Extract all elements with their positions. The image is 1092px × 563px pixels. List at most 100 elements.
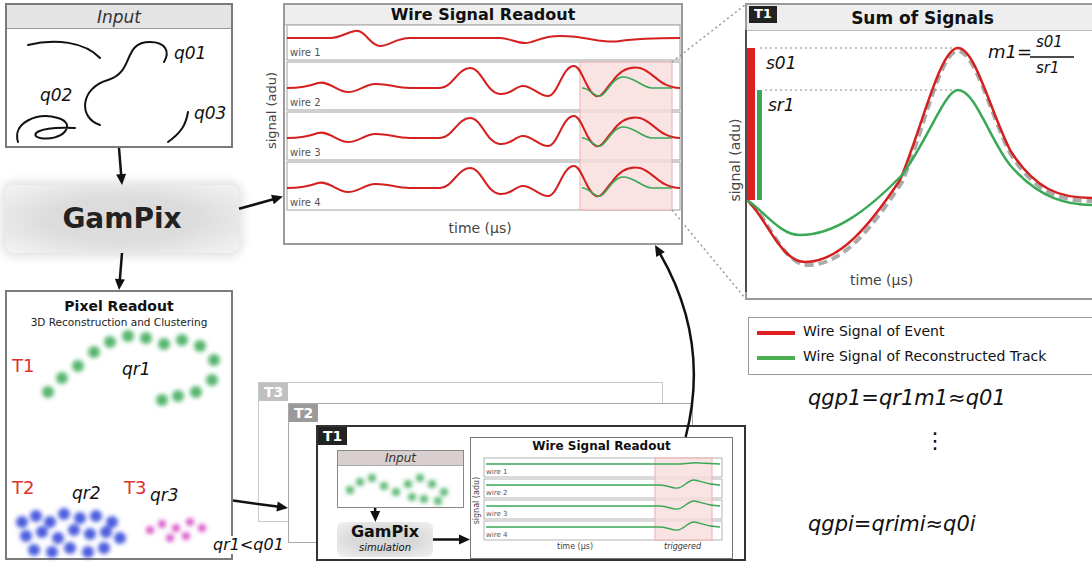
axis-label: signal (adu) (265, 71, 280, 148)
track-id: T3 (124, 478, 146, 499)
wire-readout-panel: Wire Signal Readout (470, 437, 733, 559)
connector (233, 501, 288, 512)
arrow-head (115, 279, 125, 290)
pixel-hit (404, 480, 412, 488)
sum-plot (757, 90, 762, 200)
track-panel: T1InputGamPixsimulationWire Signal Reado… (316, 425, 746, 561)
process-name: GamPix (337, 523, 433, 541)
pixel-hit (186, 518, 194, 526)
inner-track-signal (486, 463, 720, 530)
panel-title: Wire Signal Readout (285, 5, 681, 25)
legend-box: Wire Signal of EventWire Signal of Recon… (748, 317, 1092, 375)
track-id: T1 (12, 356, 34, 377)
connector-line (374, 508, 377, 513)
wire-rows (287, 62, 680, 110)
pixel-hit (146, 526, 154, 534)
pixel-hit (420, 495, 428, 503)
track-signal (582, 177, 672, 196)
pixel-hit (98, 542, 110, 554)
legend-text: Wire Signal of Event (803, 323, 944, 339)
pixel-hit (104, 336, 116, 348)
pixel-hit (172, 390, 184, 402)
charge-label: q03 (194, 104, 226, 124)
pixel-hit (408, 493, 416, 501)
legend-text: Wire Signal of Reconstructed Track (803, 348, 1046, 364)
pixel-hit (190, 386, 202, 398)
inner-wire-rows (484, 521, 722, 540)
input-tracks (85, 42, 167, 125)
pixel-hit (392, 488, 400, 496)
pixel-hit (56, 372, 68, 384)
connector (433, 534, 470, 544)
inner-wire-rows (484, 458, 722, 477)
pixel-hit (30, 510, 42, 522)
panel-title: Wire Signal Readout (471, 440, 732, 454)
connector-line (120, 253, 122, 281)
track-signal (582, 127, 672, 146)
signal-peak-label: sr1 (768, 96, 795, 116)
wire-label: wire 4 (486, 531, 507, 539)
pixel-hit (88, 346, 100, 358)
pixel-hit (20, 530, 32, 542)
charge-label: q01 (174, 44, 206, 64)
pixel-hit (356, 478, 364, 486)
signal-peak-label: s01 (766, 54, 797, 74)
wire-rows (287, 25, 680, 60)
track-tag: T3 (259, 383, 288, 401)
pixel-hit (100, 526, 112, 538)
equation: qgpi=qrimi≈q0i (808, 512, 976, 536)
charge-inequality: qr1<q01 (213, 536, 284, 554)
formula: sr1 (1036, 60, 1060, 77)
pixel-hit (106, 516, 118, 528)
process-name: GamPix (5, 185, 239, 253)
sum-plot (765, 90, 956, 91)
trigger-region (580, 62, 672, 210)
axis-label: time (µs) (850, 272, 913, 288)
pixel-hit (140, 332, 152, 344)
pixel-hit (64, 542, 76, 554)
pixel-readout-panel: Pixel Readout3D Reconstruction and Clust… (5, 290, 233, 560)
inner-wire-rows (484, 500, 722, 519)
inner-track-signal (486, 480, 720, 488)
sum-plot (747, 48, 755, 200)
pixel-hit (58, 508, 70, 520)
input-tracks (17, 116, 75, 142)
wire-rows (287, 25, 680, 210)
event-signal (287, 31, 680, 46)
arrow-head (370, 511, 380, 522)
inner-track-signal (486, 463, 720, 464)
panel-title: Pixel Readout (7, 298, 231, 314)
connector (115, 253, 125, 290)
pixel-hit (176, 334, 188, 346)
pixel-hit (42, 386, 54, 398)
panel-title: Sum of Signals (747, 5, 1092, 31)
track-signal (582, 77, 672, 196)
wire-label: wire 1 (290, 47, 321, 59)
zoom-leaders (672, 5, 745, 62)
input-panel: Input (5, 3, 233, 148)
pixel-hit (166, 534, 174, 542)
track-tag: T1 (749, 6, 777, 23)
connector (116, 148, 126, 185)
connector (239, 195, 283, 209)
pixel-hit (428, 480, 436, 488)
pixel-hit (36, 526, 48, 538)
track-id: T2 (12, 478, 34, 499)
pixel-hit (440, 488, 448, 496)
connector-line (239, 199, 274, 209)
legend-swatch (757, 356, 795, 360)
sum-plot (745, 30, 747, 292)
connector (370, 508, 380, 522)
pixel-hit (16, 516, 28, 528)
input-panel: Input (337, 450, 464, 508)
process-box: GamPix (5, 185, 239, 253)
pixel-hit (208, 354, 220, 366)
sum-plot (750, 51, 1092, 265)
connector-line (233, 501, 279, 507)
sum-plot (1030, 56, 1074, 58)
equation: qgp1=qr1m1≈q01 (808, 386, 1006, 410)
pixel-hit (158, 520, 166, 528)
arrow-head (655, 245, 665, 257)
